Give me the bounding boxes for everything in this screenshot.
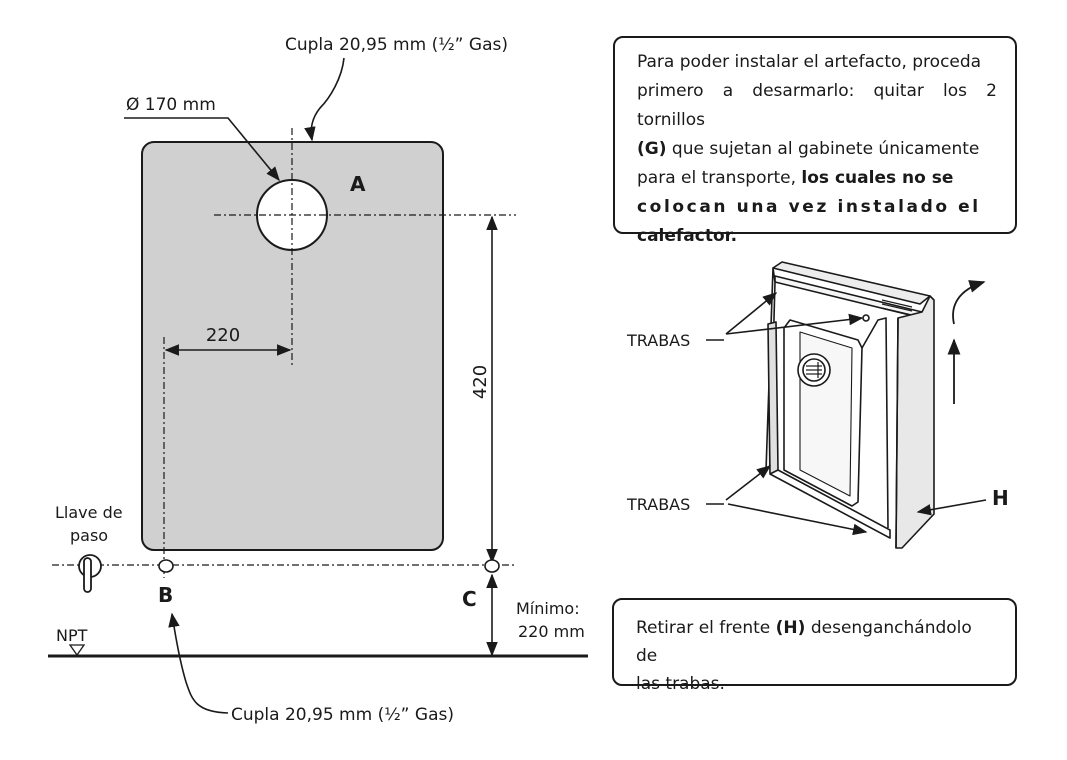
llave-label-line1: Llave de (55, 503, 123, 522)
npt-triangle-icon (68, 644, 86, 657)
dimension-420-label: 420 (470, 365, 491, 399)
note1-line1: Para poder instalar el artefacto, proced… (637, 52, 982, 72)
point-h-arrow (916, 499, 987, 516)
trabas-bottom-label: TRABAS (626, 495, 690, 514)
gas-valve-icon (78, 554, 102, 593)
diameter-label: Ø 170 mm (126, 95, 216, 115)
gas-point-c (484, 559, 500, 573)
note1-line5: colocan una vez instalado el (637, 193, 997, 222)
instruction-box-disassembly: Para poder instalar el artefacto, proced… (613, 36, 1017, 246)
note1-line2: primero a desarmarlo: quitar los 2 torni… (637, 81, 997, 130)
cupla-top-leader (304, 57, 345, 142)
note1-line3: (G) que sujetan al gabinete únicamente (637, 135, 997, 164)
cupla-top-label: Cupla 20,95 mm (½” Gas) (285, 35, 508, 55)
note1-line6-bold: calefactor. (637, 226, 738, 246)
heater-illustration (765, 261, 935, 549)
note1-line4-plain: para el transporte, (637, 168, 802, 188)
instruction-box-remove-front: Retirar el frente (H) desenganchándolo d… (612, 598, 1017, 694)
trabas-bottom-arrow-2 (727, 503, 868, 536)
point-c-label: C (462, 587, 477, 611)
note1-line5-bold: colocan una vez instalado el (637, 197, 981, 217)
trabas-top-label: TRABAS (626, 331, 690, 350)
llave-label-line2: paso (70, 526, 108, 545)
note1-line3-rest: que sujetan al gabinete únicamente (666, 139, 980, 159)
note1-g-bold: (G) (637, 139, 667, 159)
note2-part1: Retirar el frente (636, 618, 776, 638)
cupla-bottom-label: Cupla 20,95 mm (½” Gas) (231, 705, 454, 725)
dimension-220-label: 220 (206, 325, 240, 346)
note1-line4-bold: los cuales no se (801, 168, 954, 188)
note1-line4: para el transporte, los cuales no se (637, 164, 997, 193)
curved-movement-arrow (952, 280, 986, 325)
note1-line6: calefactor. (637, 222, 997, 251)
point-b-label: B (158, 583, 173, 607)
point-a-label: A (350, 172, 366, 196)
note2-line1: Retirar el frente (H) desenganchándolo d… (636, 614, 997, 670)
diameter-leader (124, 117, 280, 182)
npt-label: NPT (56, 626, 88, 645)
minimum-label-line2: 220 mm (518, 622, 585, 641)
heater-panel (141, 141, 444, 551)
trabas-top-arrow-2 (725, 313, 864, 335)
note2-line2: las trabas. (636, 674, 725, 694)
note2-part2: desenganchándolo de (636, 618, 972, 666)
note2-h-bold: (H) (775, 618, 806, 638)
point-h-label: H (992, 486, 1009, 510)
cupla-bottom-leader (168, 612, 229, 714)
gas-point-b (158, 559, 174, 573)
trabas-bottom-arrow-1 (725, 465, 772, 501)
minimum-label-line1: Mínimo: (516, 599, 580, 618)
trabas-top-arrow-1 (725, 292, 778, 335)
